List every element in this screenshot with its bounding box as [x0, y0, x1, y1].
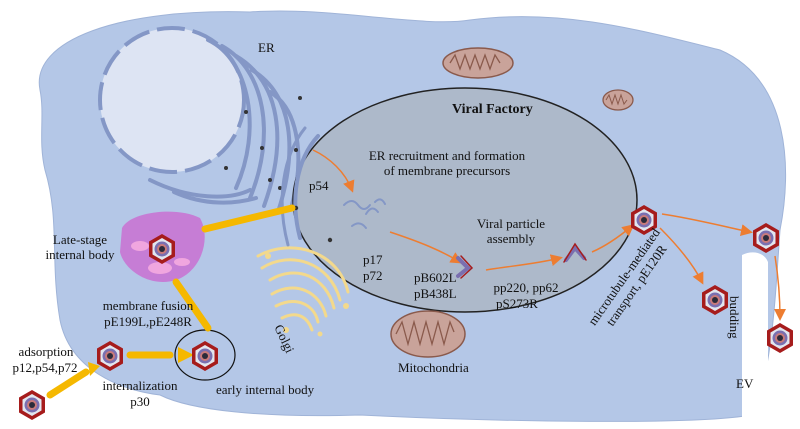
label-viral-factory: Viral Factory — [452, 102, 533, 117]
yellow-arrows — [46, 204, 296, 399]
label-viral-particle: Viral particle assembly — [456, 216, 566, 246]
label-pS273R: pS273R — [496, 296, 538, 311]
label-pp220-pp62: pp220, pp62 — [493, 280, 559, 295]
label-early-internal-body: early internal body — [216, 382, 315, 397]
assembly-intermediates — [456, 242, 587, 279]
label-late-stage-line2: internal body — [45, 247, 115, 262]
label-adsorption: adsorption — [18, 344, 74, 359]
early-internal-body — [174, 329, 236, 381]
virion-extracellular — [19, 390, 45, 420]
label-p17: p17 — [363, 252, 383, 267]
label-viral-particle-line2: assembly — [486, 231, 536, 246]
label-er: ER — [258, 40, 275, 55]
mitochondrion-top — [442, 47, 634, 111]
label-mitochondria: Mitochondria — [398, 360, 469, 375]
label-er-recruitment: ER recruitment and formation of membrane… — [352, 148, 542, 178]
label-p72-factory: p72 — [363, 268, 383, 283]
label-ev: EV — [736, 376, 754, 391]
label-internalization: internalization — [102, 378, 178, 393]
label-p30: p30 — [130, 394, 150, 409]
label-er-recruitment-line2: of membrane precursors — [383, 163, 511, 178]
label-budding: budding — [727, 296, 742, 339]
label-er-recruitment-line1: ER recruitment and formation — [368, 148, 526, 163]
membrane-precursors — [343, 198, 386, 229]
nucleus — [98, 26, 246, 174]
golgi — [256, 246, 350, 332]
label-late-stage-line1: Late-stage — [52, 232, 108, 247]
label-adsorption-proteins: p12,p54,p72 — [12, 360, 78, 375]
label-fusion-proteins: pE199L,pE248R — [104, 314, 192, 329]
mitochondrion-bottom — [390, 310, 466, 358]
label-membrane-fusion: membrane fusion — [102, 298, 194, 313]
label-pB602L: pB602L — [414, 270, 457, 285]
orange-arrows — [312, 149, 786, 321]
label-pB438L: pB438L — [414, 286, 457, 301]
label-viral-particle-line1: Viral particle — [476, 216, 546, 231]
label-late-stage: Late-stage internal body — [40, 232, 120, 262]
label-p54-factory: p54 — [309, 178, 329, 193]
